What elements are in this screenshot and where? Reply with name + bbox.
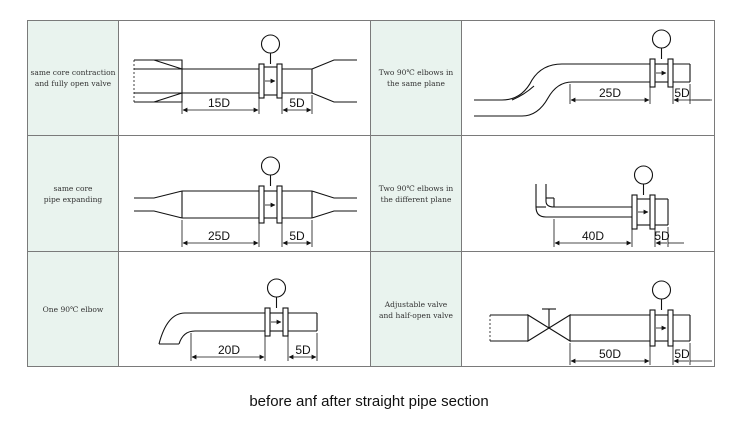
upstream-length: 25D [599,86,621,100]
label-pipe-expanding: same core pipe expanding [43,183,103,204]
label-two-elbows-different-plane: Two 90℃ elbows in the different plane [378,183,454,204]
diagram-two-elbows-different-plane: 40D 5D [535,165,684,247]
label-cell-backgrounds [27,20,461,367]
upstream-length: 20D [218,343,240,357]
label-adjustable-valve: Adjustable valve and half-open valve [379,299,453,320]
installation-table: 15D 5D 25D 5D [27,20,715,367]
downstream-length: 5D [289,96,305,110]
label-contraction-valve: same core contraction and fully open val… [30,68,116,88]
diagram-contraction-valve: 15D 5D [133,34,357,114]
downstream-length: 5D [674,347,690,361]
downstream-length: 5D [674,86,690,100]
upstream-length: 40D [582,229,604,243]
upstream-length: 15D [208,96,230,110]
diagram-two-elbows-same-plane: 25D 5D [474,29,712,117]
upstream-length: 50D [599,347,621,361]
label-two-elbows-same-plane: Two 90℃ elbows in the same plane [378,68,454,88]
diagram-one-elbow: 20D 5D [158,278,318,361]
downstream-length: 5D [289,229,305,243]
upstream-length: 25D [208,229,230,243]
downstream-length: 5D [295,343,311,357]
figure-caption: before anf after straight pipe section [249,393,489,410]
diagram-adjustable-valve: 50D 5D [489,280,712,365]
downstream-length: 5D [654,229,670,243]
diagram-pipe-expanding: 25D 5D [134,156,357,247]
table-grid-lines [27,20,715,367]
label-one-elbow: One 90℃ elbow [42,305,104,314]
